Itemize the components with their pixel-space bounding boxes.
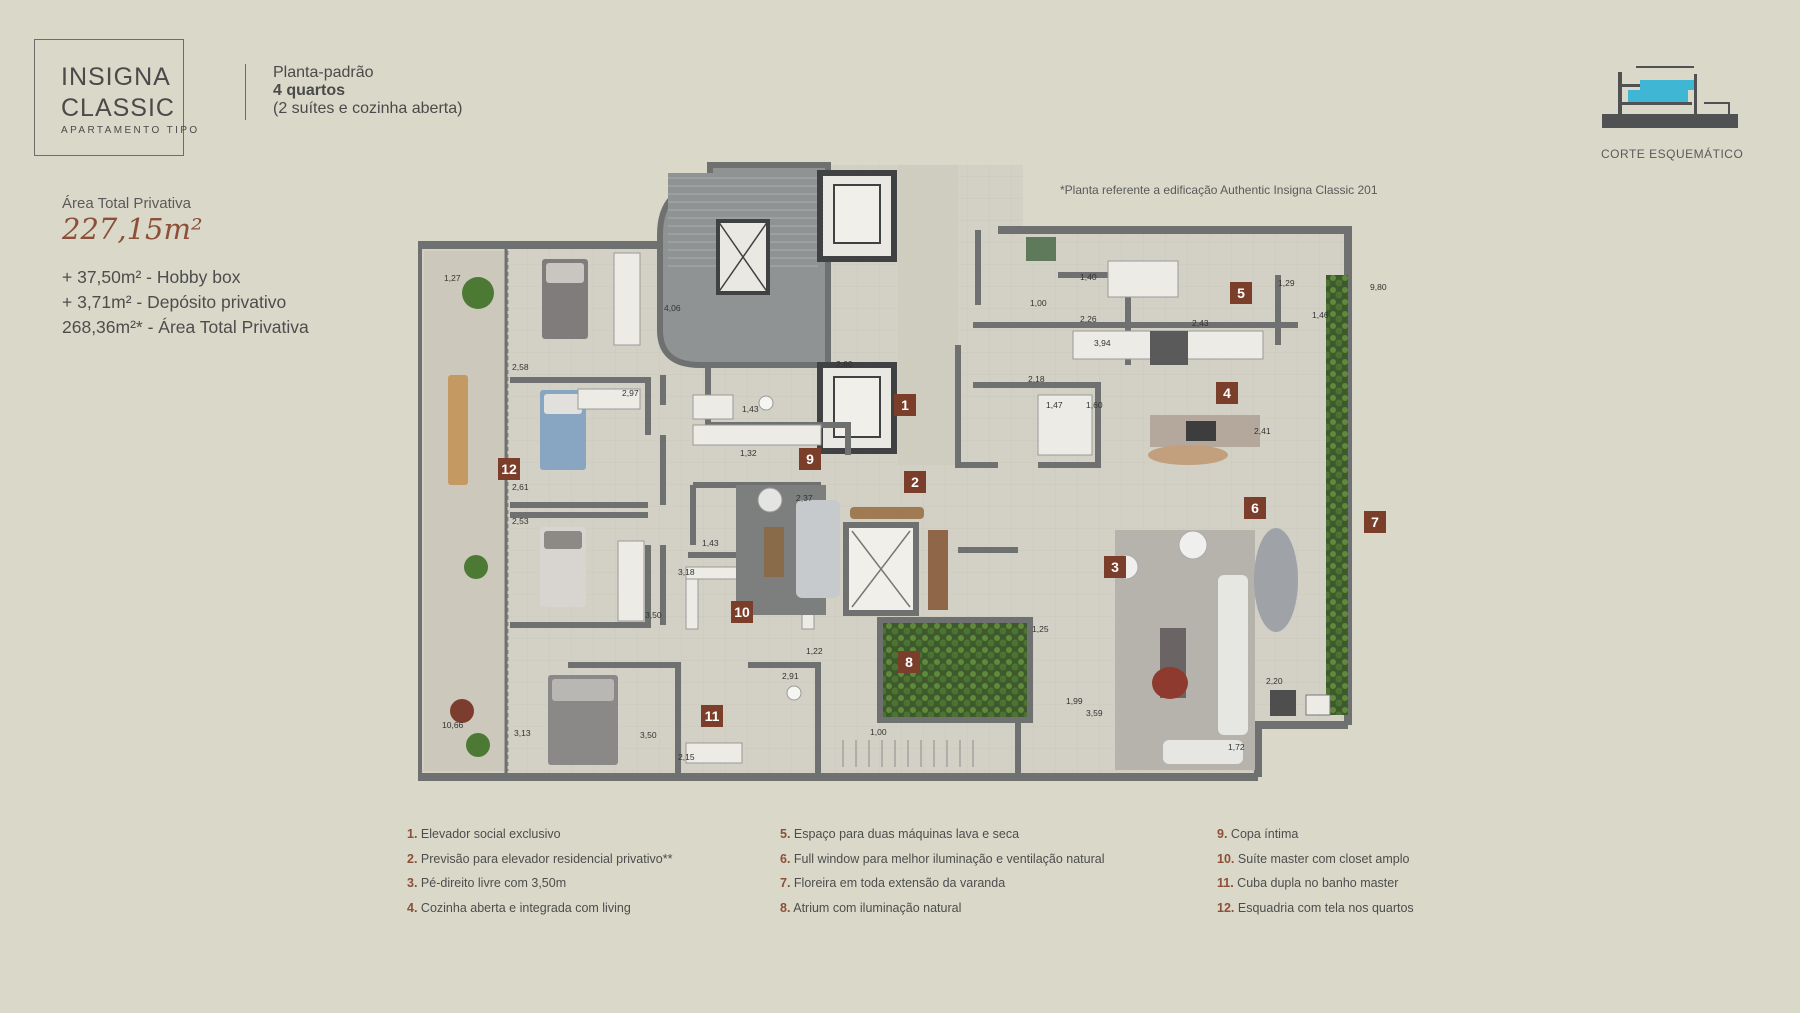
dimension-label: 2,58 xyxy=(512,362,529,372)
dimension-label: 1,40 xyxy=(1080,272,1097,282)
dimension-label: 10,66 xyxy=(442,720,464,730)
wardrobe xyxy=(613,252,641,346)
dimension-label: 9,80 xyxy=(1370,282,1387,292)
legend-item: 11. Cuba dupla no banho master xyxy=(1217,876,1399,890)
brand-logo: INSIGNA CLASSIC APARTAMENTO TIPO xyxy=(34,39,197,156)
coffee-table xyxy=(764,527,784,577)
plan-title-line1: Planta-padrão xyxy=(273,64,374,81)
legend-item: 12. Esquadria com tela nos quartos xyxy=(1217,900,1414,915)
living-sofa xyxy=(1218,575,1248,735)
plan-marker: 8 xyxy=(898,651,920,673)
legend-item: 10. Suíte master com closet amplo xyxy=(1217,851,1410,866)
planter-strip xyxy=(1326,275,1348,715)
dimension-label: 3,18 xyxy=(678,567,695,577)
dimension-label: 1,25 xyxy=(1032,624,1049,634)
legend-column-3: 9. Copa íntima 10. Suíte master com clos… xyxy=(1217,822,1414,920)
pantry-counter xyxy=(692,424,822,446)
plan-title: Planta-padrão 4 quartos (2 suítes e cozi… xyxy=(273,64,462,118)
outer-walls xyxy=(418,241,1348,781)
legend-item: 5. Espaço para duas máquinas lava e seca xyxy=(780,827,1020,841)
balcony-left xyxy=(424,251,504,771)
dimension-label: 2,37 xyxy=(796,493,813,503)
legend-column-2: 5. Espaço para duas máquinas lava e seca… xyxy=(780,822,1105,920)
dimension-label: 1,00 xyxy=(870,727,887,737)
plan-marker: 6 xyxy=(1244,497,1266,519)
area-item: 268,36m²* - Área Total Privativa xyxy=(62,317,309,337)
plan-title-line3: (2 suítes e cozinha aberta) xyxy=(273,100,463,117)
legend-item: 7. Floreira em toda extensão da varanda xyxy=(780,876,1006,890)
area-label: Área Total Privativa xyxy=(62,195,191,212)
dimension-label: 2,53 xyxy=(512,516,529,526)
dimension-label: 2,61 xyxy=(512,482,529,492)
dimension-label: 1,27 xyxy=(444,273,461,283)
dimension-label: 1,22 xyxy=(806,646,823,656)
area-item: + 3,71m² - Depósito privativo xyxy=(62,292,287,312)
balcony-bench xyxy=(448,375,468,485)
dimension-label: 2,20 xyxy=(1266,676,1283,686)
dimension-label: 3,59 xyxy=(1086,708,1103,718)
dimension-label: 1,29 xyxy=(1278,278,1295,288)
sofa xyxy=(796,500,840,598)
dimension-label: 2,18 xyxy=(1028,374,1045,384)
plan-marker: 9 xyxy=(799,448,821,470)
dimension-label: 3,94 xyxy=(1094,338,1111,348)
dimension-label: 3,50 xyxy=(640,730,657,740)
dimension-label: 1,72 xyxy=(1228,742,1245,752)
dimension-label: 1,43 xyxy=(742,404,759,414)
brand-line2: CLASSIC xyxy=(61,94,175,122)
dimension-label: 1,60 xyxy=(1086,400,1103,410)
plan-marker: 1 xyxy=(894,394,916,416)
legend-item: 3. Pé-direito livre com 3,50m xyxy=(407,876,567,890)
brand-name: INSIGNA CLASSIC xyxy=(61,62,175,124)
stairs-lower xyxy=(842,740,974,767)
dimension-label: 1,99 xyxy=(1066,696,1083,706)
dimension-label: 3,50 xyxy=(645,610,662,620)
dimension-label: 2,43 xyxy=(1192,318,1209,328)
dimension-label: 1,46 xyxy=(1312,310,1329,320)
dimension-label: 2,91 xyxy=(782,671,799,681)
dimension-label: 3,13 xyxy=(514,728,531,738)
dimension-label: 2,97 xyxy=(622,388,639,398)
area-list: + 37,50m² - Hobby box + 3,71m² - Depósit… xyxy=(62,265,309,340)
legend-item: 9. Copa íntima xyxy=(1217,827,1299,841)
section-diagram-icon xyxy=(1602,66,1738,128)
plan-marker: 10 xyxy=(731,601,753,623)
plan-marker: 2 xyxy=(904,471,926,493)
brand-line1: INSIGNA xyxy=(61,63,171,91)
dimension-label: 2,41 xyxy=(1254,426,1271,436)
dimension-label: 4,06 xyxy=(664,303,681,313)
legend-item: 8. Atrium com iluminação natural xyxy=(780,900,962,915)
legend-item: 1. Elevador social exclusivo xyxy=(407,827,561,841)
area-value: 227,15m² xyxy=(62,212,203,246)
plan-marker: 3 xyxy=(1104,556,1126,578)
dimension-label: 1,47 xyxy=(1046,400,1063,410)
service-bed xyxy=(1107,260,1179,298)
dimension-label: 2,15 xyxy=(678,752,695,762)
plan-footnote: *Planta referente a edificação Authentic… xyxy=(1060,183,1378,197)
section-diagram-label: CORTE ESQUEMÁTICO xyxy=(1601,147,1744,161)
legend-item: 4. Cozinha aberta e integrada com living xyxy=(407,900,631,915)
plan-marker: 7 xyxy=(1364,511,1386,533)
dimension-label: 1,43 xyxy=(702,538,719,548)
legend-item: 6. Full window para melhor iluminação e … xyxy=(780,851,1105,866)
area-item: + 37,50m² - Hobby box xyxy=(62,267,241,287)
plan-marker: 11 xyxy=(701,705,723,727)
dimension-label: 1,00 xyxy=(1030,298,1047,308)
plan-title-line2: 4 quartos xyxy=(273,82,346,99)
dining-table xyxy=(1254,528,1298,632)
plan-marker: 5 xyxy=(1230,282,1252,304)
legend-item: 2. Previsão para elevador residencial pr… xyxy=(407,851,673,866)
dimension-label: 1,32 xyxy=(740,448,757,458)
dimension-label: 2,60 xyxy=(836,359,853,369)
header-divider xyxy=(245,64,246,120)
brand-subtitle: APARTAMENTO TIPO xyxy=(61,125,200,136)
legend-column-1: 1. Elevador social exclusivo 2. Previsão… xyxy=(407,822,672,920)
plan-marker: 12 xyxy=(498,458,520,480)
dimension-label: 2,26 xyxy=(1080,314,1097,324)
wine-rack xyxy=(928,530,948,610)
plan-marker: 4 xyxy=(1216,382,1238,404)
